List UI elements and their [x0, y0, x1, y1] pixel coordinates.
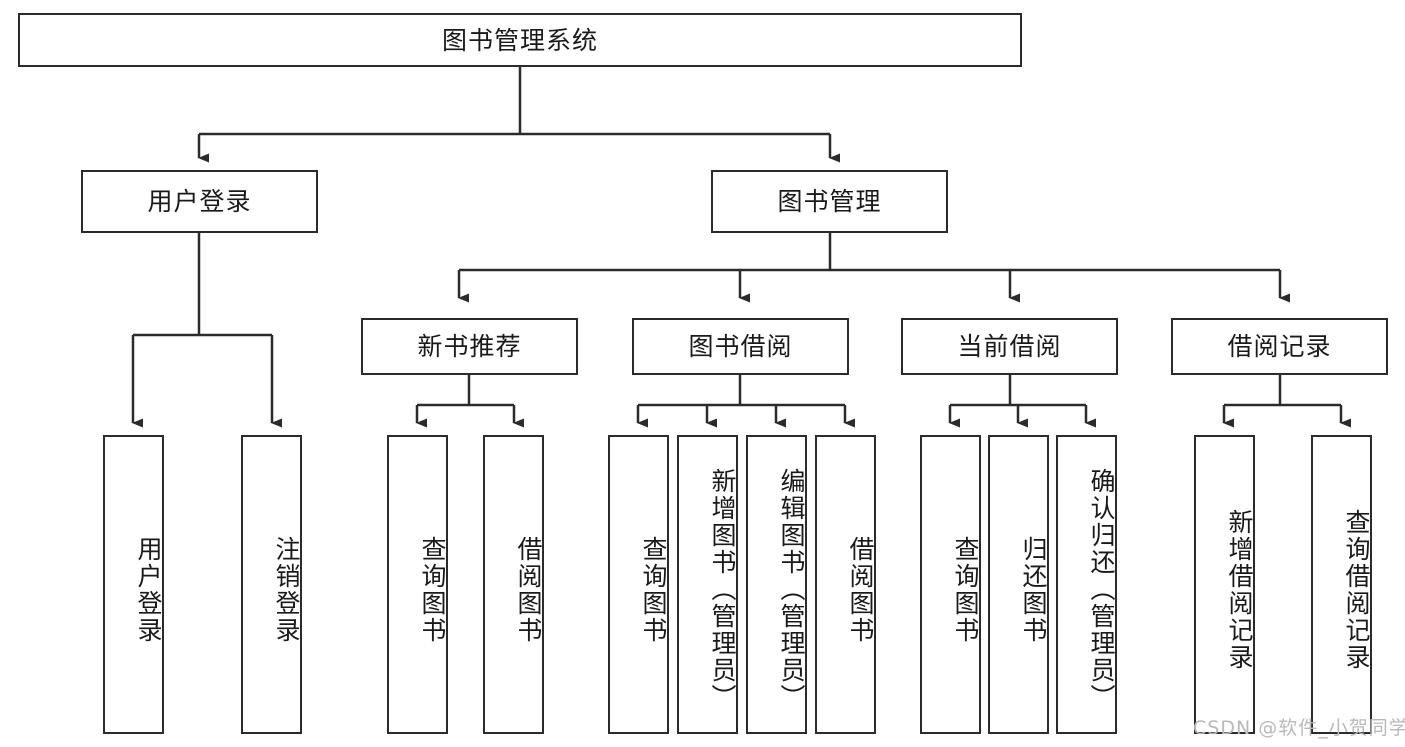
- node-label: 新增借阅记录: [1225, 508, 1254, 671]
- node-borrow-record[interactable]: 借阅记录: [1171, 318, 1388, 375]
- leaf-new-book-borrow[interactable]: 借阅图书: [483, 435, 544, 734]
- node-label: 编辑图书（管理员）: [777, 468, 806, 711]
- node-label: 借阅图书: [846, 535, 875, 644]
- node-label: 注销登录: [272, 535, 301, 644]
- node-book-management[interactable]: 图书管理: [711, 170, 948, 233]
- node-current-borrow[interactable]: 当前借阅: [901, 318, 1118, 375]
- node-label: 图书管理系统: [441, 25, 598, 55]
- node-label: 查询图书: [639, 535, 668, 644]
- node-label: 查询图书: [951, 535, 980, 644]
- leaf-book-borrow-query[interactable]: 查询图书: [608, 435, 669, 734]
- node-label: 确认归还（管理员）: [1087, 468, 1116, 711]
- node-new-book-recommend[interactable]: 新书推荐: [361, 318, 578, 375]
- leaf-book-borrow-lend[interactable]: 借阅图书: [815, 435, 876, 734]
- node-label: 图书管理: [777, 187, 882, 216]
- csdn-watermark: CSDN @软件_小贺同学: [1193, 717, 1405, 739]
- leaf-book-borrow-edit[interactable]: 编辑图书（管理员）: [746, 435, 807, 734]
- leaf-borrow-record-query[interactable]: 查询借阅记录: [1311, 435, 1372, 734]
- node-label: 借阅记录: [1227, 332, 1332, 361]
- node-label: 图书借阅: [688, 332, 793, 361]
- node-label: 查询借阅记录: [1342, 508, 1371, 671]
- node-label: 新书推荐: [417, 332, 522, 361]
- node-label: 借阅图书: [514, 535, 543, 644]
- node-label: 用户登录: [147, 187, 252, 216]
- node-label: 当前借阅: [957, 332, 1062, 361]
- leaf-user-login-login[interactable]: 用户登录: [103, 435, 164, 734]
- leaf-current-borrow-return[interactable]: 归还图书: [988, 435, 1049, 734]
- node-label: 用户登录: [134, 535, 163, 644]
- node-book-borrow[interactable]: 图书借阅: [632, 318, 849, 375]
- leaf-current-borrow-confirm-return[interactable]: 确认归还（管理员）: [1056, 435, 1117, 734]
- leaf-user-login-logout[interactable]: 注销登录: [241, 435, 302, 734]
- node-label: 新增图书（管理员）: [708, 468, 737, 711]
- leaf-current-borrow-query[interactable]: 查询图书: [920, 435, 981, 734]
- leaf-borrow-record-add[interactable]: 新增借阅记录: [1194, 435, 1255, 734]
- node-root-system[interactable]: 图书管理系统: [18, 13, 1022, 67]
- node-user-login[interactable]: 用户登录: [81, 170, 318, 233]
- node-label: 查询图书: [418, 535, 447, 644]
- leaf-new-book-query[interactable]: 查询图书: [387, 435, 448, 734]
- node-label: 归还图书: [1019, 535, 1048, 644]
- leaf-book-borrow-add[interactable]: 新增图书（管理员）: [677, 435, 738, 734]
